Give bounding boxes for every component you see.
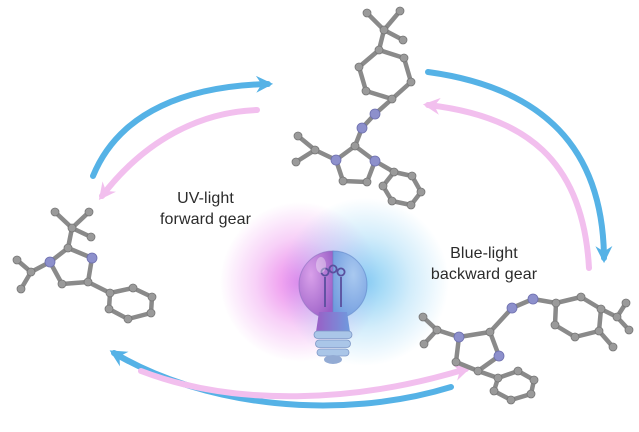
bulb-filament [320, 264, 346, 307]
molecule-left [12, 207, 157, 324]
pink-arrow-top-to-left [98, 107, 260, 201]
bulb-screw-thread [316, 348, 350, 357]
bulb-screw-thread [315, 339, 351, 348]
label-line: forward gear [159, 211, 252, 228]
pink-arrow-right-to-top [422, 97, 592, 271]
label-line: UV-light [177, 190, 234, 207]
pink-arrow-left-to-right [138, 364, 471, 400]
bulb-base-tip [324, 355, 342, 364]
bulb-screw-thread [313, 330, 353, 339]
blue-arrow-left-to-top [90, 75, 274, 179]
molecule-bottom-right [418, 292, 634, 405]
label-line: Blue-light [450, 245, 518, 262]
blue-light-label: Blue-light backward gear [400, 243, 568, 285]
light-bulb-icon [298, 250, 368, 364]
molecule-top [291, 6, 426, 210]
uv-light-label: UV-light forward gear [128, 188, 283, 230]
bulb-highlight [316, 257, 326, 273]
label-line: backward gear [430, 266, 538, 283]
bulb-neck [316, 312, 350, 332]
blue-arrow-top-to-right [425, 69, 613, 264]
cycle-arrows [90, 69, 613, 409]
